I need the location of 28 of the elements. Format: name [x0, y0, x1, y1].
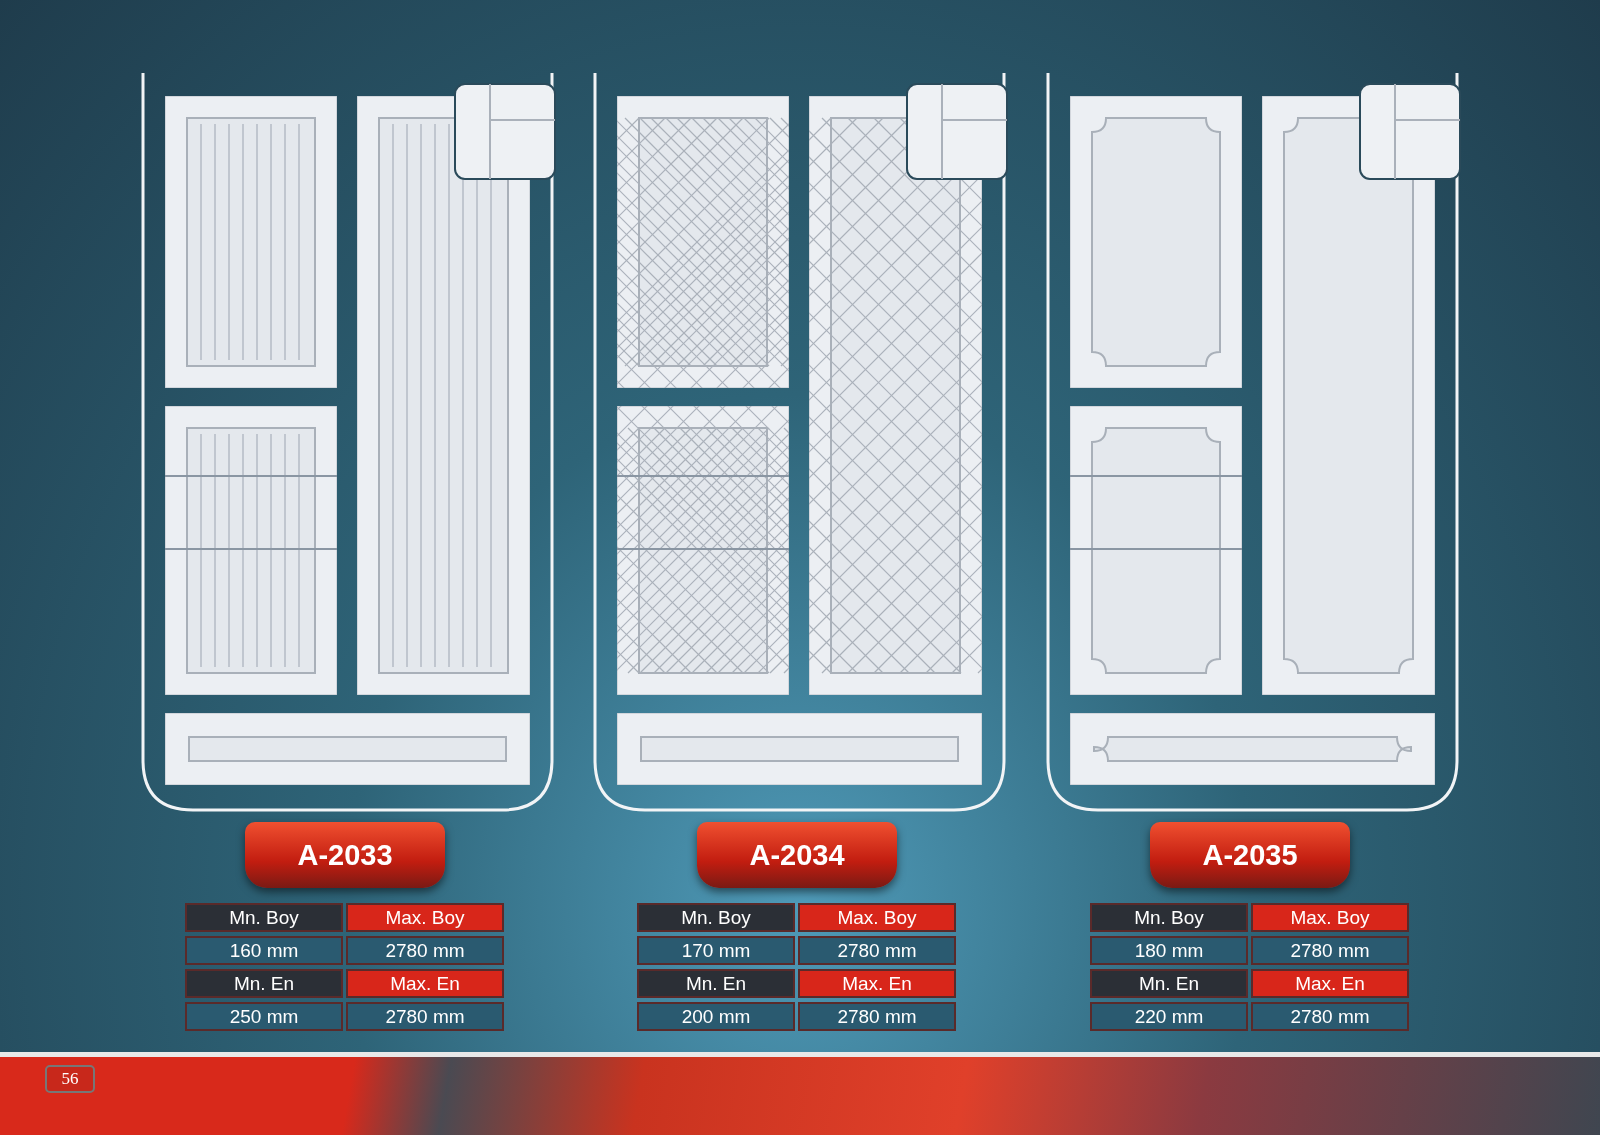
dimension-value: 170 mm: [637, 936, 795, 965]
column-header: Max. En: [346, 969, 504, 998]
page-number: 56: [45, 1065, 95, 1093]
dimension-value: 2780 mm: [798, 936, 956, 965]
dimension-value: 200 mm: [637, 1002, 795, 1031]
dimension-value: 2780 mm: [798, 1002, 956, 1031]
column-header: Mn. En: [1090, 969, 1248, 998]
dimension-value: 2780 mm: [346, 1002, 504, 1031]
model-code-tab: A-2035: [1150, 822, 1350, 888]
dimension-value: 2780 mm: [346, 936, 504, 965]
column-header: Max. Boy: [798, 903, 956, 932]
model-code-tab: A-2034: [697, 822, 897, 888]
column-header: Max. En: [1251, 969, 1409, 998]
dimension-value: 220 mm: [1090, 1002, 1248, 1031]
dimension-value: 160 mm: [185, 936, 343, 965]
column-header: Max. En: [798, 969, 956, 998]
dimension-value: 180 mm: [1090, 936, 1248, 965]
column-header: Mn. Boy: [185, 903, 343, 932]
column-header: Max. Boy: [346, 903, 504, 932]
column-header: Mn. En: [637, 969, 795, 998]
dimension-value: 2780 mm: [1251, 936, 1409, 965]
column-header: Mn. Boy: [1090, 903, 1248, 932]
column-header: Mn. En: [185, 969, 343, 998]
column-header: Max. Boy: [1251, 903, 1409, 932]
model-code-tab: A-2033: [245, 822, 445, 888]
dimension-value: 250 mm: [185, 1002, 343, 1031]
column-header: Mn. Boy: [637, 903, 795, 932]
dimension-value: 2780 mm: [1251, 1002, 1409, 1031]
